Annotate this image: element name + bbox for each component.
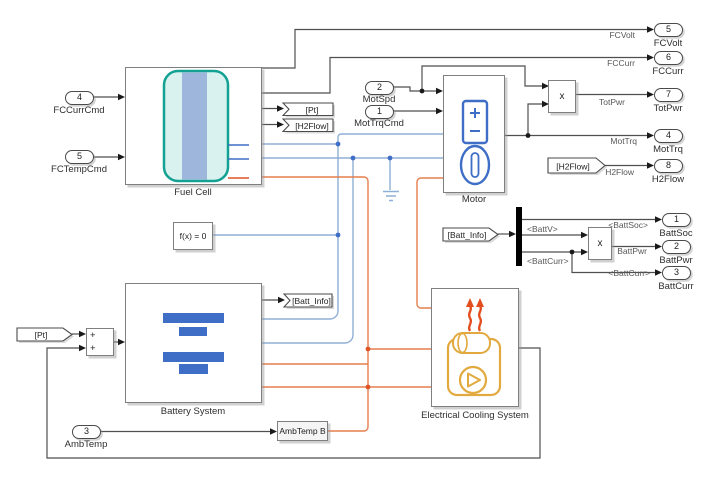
inport-motspd[interactable]: 2 (365, 81, 394, 95)
product-block-motor-power[interactable]: x (548, 80, 576, 113)
outport-battcurr[interactable]: 3 (662, 266, 691, 280)
block-fuel-cell[interactable] (125, 67, 262, 185)
inport-fccurrcmd[interactable]: 4 (65, 91, 94, 105)
outport-battpwr[interactable]: 2 (662, 240, 691, 254)
svg-text:[Pt]: [Pt] (35, 330, 48, 340)
svg-text:[Batt_Info]: [Batt_Info] (292, 296, 331, 306)
bus-selector[interactable] (516, 207, 522, 266)
wire-label-battv: <BattV> (527, 224, 558, 234)
block-label-battery-system: Battery System (160, 406, 226, 417)
outport-label-mottrq: MotTrq (653, 144, 683, 155)
outport-label-h2flow: H2Flow (651, 174, 685, 185)
wire-label-mottrq: MotTrq (610, 136, 637, 146)
fuel-cell-stack-icon (162, 69, 249, 183)
sum-block[interactable]: + + (86, 328, 114, 356)
block-label-fuel-cell: Fuel Cell (174, 187, 212, 198)
inport-mottrqcmd[interactable]: 1 (365, 105, 394, 119)
goto-tag-h2flow[interactable]: [H2Flow] (282, 118, 336, 134)
outport-label-totpwr: TotPwr (653, 103, 683, 114)
wire-label-battsoc: <BattSoc> (608, 220, 648, 230)
wire-label-fccurr: FCCurr (607, 58, 635, 68)
block-label-electrical-cooling-system: Electrical Cooling System (421, 410, 529, 421)
product-battery-label: x (597, 238, 603, 249)
outport-label-battsoc: BattSoc (659, 228, 693, 239)
wire-label-totpwr: TotPwr (599, 97, 625, 107)
radiator-pump-loop-icon (446, 298, 502, 397)
goto-tag-pt[interactable]: [Pt] (282, 102, 336, 118)
outport-h2flow[interactable]: 8 (654, 159, 683, 173)
wire-label-h2flow: H2Flow (605, 167, 634, 177)
solver-label: f(x) = 0 (179, 231, 207, 241)
inport-label-mottrqcmd: MotTrqCmd (354, 118, 404, 129)
block-electrical-cooling-system[interactable] (431, 288, 519, 407)
outport-label-battcurr: BattCurr (658, 281, 694, 292)
solver-configuration-block[interactable]: f(x) = 0 (173, 222, 213, 250)
svg-text:[Pt]: [Pt] (306, 105, 319, 115)
product-block-battery-power[interactable]: x (588, 227, 612, 260)
wire-label-battpwr: BattPwr (617, 246, 647, 256)
svg-text:[Batt_Info]: [Batt_Info] (448, 230, 487, 240)
from-tag-h2flow[interactable]: [H2Flow] (547, 157, 608, 176)
sum-sign-top: + (90, 330, 96, 341)
ambtemp-goto-label: AmbTemp B (279, 426, 326, 436)
dc-motor-icon (459, 99, 491, 186)
svg-text:[H2Flow]: [H2Flow] (556, 161, 590, 171)
inport-label-motspd: MotSpd (362, 94, 396, 105)
inport-label-ambtemp: AmbTemp (64, 439, 108, 450)
from-tag-pt[interactable]: [Pt] (16, 327, 75, 344)
outport-label-fcvolt: FCVolt (653, 38, 683, 49)
battery-cells-icon (163, 313, 224, 374)
inport-fctempcmd[interactable]: 5 (65, 150, 94, 164)
from-tag-batt-info[interactable]: [Batt_Info] (442, 227, 501, 244)
ambtemp-goto-block[interactable]: AmbTemp B (277, 421, 328, 441)
outport-mottrq[interactable]: 4 (654, 129, 683, 143)
block-battery-system[interactable] (125, 283, 262, 403)
inport-label-fctempcmd: FCTempCmd (51, 164, 107, 175)
block-motor[interactable] (443, 75, 505, 193)
outport-label-fccurr: FCCurr (652, 66, 684, 77)
block-label-motor: Motor (461, 194, 487, 205)
sum-sign-bottom: + (90, 343, 96, 354)
wire-label-battcurr: <BattCurr> (608, 268, 650, 278)
electrical-ground-icon (383, 190, 399, 202)
inport-ambtemp[interactable]: 3 (72, 425, 101, 439)
inport-label-fccurrcmd: FCCurrCmd (53, 105, 105, 116)
outport-fccurr[interactable]: 6 (654, 51, 683, 65)
product-motor-label: x (559, 91, 565, 102)
svg-text:[H2Flow]: [H2Flow] (295, 121, 329, 131)
wire-label-fcvolt: FCVolt (609, 30, 635, 40)
goto-tag-batt-info[interactable]: [Batt_Info] (283, 293, 335, 310)
outport-totpwr[interactable]: 7 (654, 88, 683, 102)
wire-label-battcurr-bus: <BattCurr> (527, 256, 569, 266)
outport-battsoc[interactable]: 1 (662, 213, 691, 227)
outport-fcvolt[interactable]: 5 (654, 23, 683, 37)
outport-label-battpwr: BattPwr (659, 255, 693, 266)
